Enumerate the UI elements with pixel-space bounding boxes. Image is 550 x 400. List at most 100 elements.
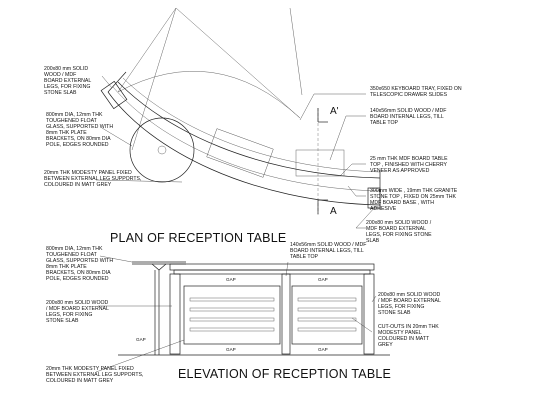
counter-outer-edge [107, 91, 381, 206]
cut-out [297, 297, 357, 302]
note-line: STONE SLAB [46, 318, 79, 324]
note-line: BETWEEN EXTERNAL LEG SUPPORTS, [44, 176, 141, 182]
note-line: SLAB [366, 238, 380, 244]
note-line: STONE SLAB [378, 310, 411, 316]
leader-line [329, 115, 366, 161]
note-line: 140x56mm SOLID WOOD / MDF [290, 242, 366, 248]
elevation-view: GAP GAP GAP GAP GAP 140x56mm SOLID WOOD … [46, 242, 441, 384]
note-line: BOARD INTERNAL LEGS, TILL [370, 114, 444, 120]
note-line: GREY [378, 342, 393, 348]
note-line: LEGS, FOR FIXING [44, 84, 90, 90]
note-line: POLE, EDGES ROUNDED [46, 142, 109, 148]
cut-out [297, 307, 357, 312]
gap-label: GAP [318, 347, 328, 352]
leader-line [285, 261, 289, 277]
cut-out [189, 297, 275, 302]
note-line: COLOURED IN MATT [378, 336, 430, 342]
note-line: 300mm WIDE , 19mm THK GRANITE [370, 188, 458, 194]
construction-line [131, 7, 177, 151]
modesty-panel [291, 285, 363, 345]
swing-arc [117, 70, 301, 119]
note-line: 350x650 KEYBOARD TRAY, FIXED ON [370, 86, 462, 92]
note-line: / MDF BOARD EXTERNAL [46, 306, 109, 312]
leader-line [101, 75, 113, 89]
counter-start [107, 71, 127, 93]
note-line: COLOURED IN MATT GREY [44, 182, 112, 188]
gap-label: GAP [226, 347, 236, 352]
leader-line [101, 127, 133, 147]
note-line: WOOD / MDF [44, 72, 76, 78]
mdf-table-top [173, 269, 371, 275]
note-line: 200x80 mm SOLID WOOD [46, 300, 109, 306]
modesty-panel [183, 285, 281, 345]
leader-line [339, 163, 366, 177]
note-line: 8mm THK PLATE [46, 130, 87, 136]
leader-line [351, 317, 373, 333]
note-line: TELESCOPIC DRAWER SLIDES [370, 92, 448, 98]
note-line: 25 mm THK MDF BOARD TABLE [370, 156, 448, 162]
note-line: / MDF BOARD EXTERNAL [378, 298, 441, 304]
cut-out [297, 317, 357, 322]
gap-label: GAP [136, 337, 146, 342]
note-line: ADHESIVE [370, 206, 397, 212]
section-label-bottom: A [330, 206, 337, 217]
external-leg [363, 273, 375, 355]
note-line: MDF BOARD BASE , WITH [370, 200, 434, 206]
note-line: LEGS, FOR FIXING [378, 304, 424, 310]
keyboard-tray [295, 149, 345, 177]
cut-out [189, 327, 275, 332]
note-line: 8mm THK PLATE [46, 264, 87, 270]
note-line: 800mm DIA, 12mm THK [46, 246, 103, 252]
note-line: MDF BOARD EXTERNAL [366, 226, 426, 232]
note-line: BRACKETS, ON 80mm DIA [46, 270, 111, 276]
plan-title: PLAN OF RECEPTION TABLE [110, 231, 286, 245]
note-line: GLASS, SUPPORTED WITH [46, 124, 113, 130]
note-line: CUT-OUTS IN 20mm THK [378, 324, 439, 330]
note-line: TOUGHENED FLOAT [46, 118, 98, 124]
leader-line [347, 185, 366, 197]
keyboard-tray [206, 128, 274, 178]
note-line: BETWEEN EXTERNAL LEG SUPPORTS, [46, 372, 143, 378]
note-line: STONE SLAB [44, 90, 77, 96]
leader-line [355, 205, 377, 229]
note-line: POLE, EDGES ROUNDED [46, 276, 109, 282]
elev-note-left-2: 200x80 mm SOLID WOOD/ MDF BOARD EXTERNAL… [46, 300, 109, 324]
elevation-title: ELEVATION OF RECEPTION TABLE [178, 367, 391, 381]
construction-line [117, 7, 177, 93]
note-line: MODESTY PANEL [378, 330, 422, 336]
cut-out [189, 307, 275, 312]
note-line: TOUGHENED FLOAT [46, 252, 98, 258]
note-line: LEGS, FOR FIXING STONE [366, 232, 432, 238]
note-line: BRACKETS, ON 80mm DIA [46, 136, 111, 142]
note-line: TABLE TOP [290, 254, 319, 260]
glass-bracket [151, 263, 167, 271]
internal-leg [281, 273, 291, 355]
counter-stone-edge [112, 86, 381, 192]
note-line: GLASS, SUPPORTED WITH [46, 258, 113, 264]
stone-top [169, 263, 375, 271]
gap-label: GAP [318, 277, 328, 282]
note-line: COLOURED IN MATT GREY [46, 378, 114, 384]
construction-line [175, 7, 301, 119]
external-leg [100, 80, 128, 110]
plan-note-right-5: 200x80 mm SOLID WOOD /MDF BOARD EXTERNAL… [366, 220, 432, 244]
panel-cut-outs [189, 297, 357, 332]
counter-inner-edge [117, 81, 381, 179]
cut-out [189, 317, 275, 322]
leader-line [95, 339, 185, 373]
counter-top-edge [122, 77, 381, 173]
leader-line [99, 255, 133, 263]
gap-label: GAP [226, 277, 236, 282]
glass-table-top [129, 117, 195, 183]
